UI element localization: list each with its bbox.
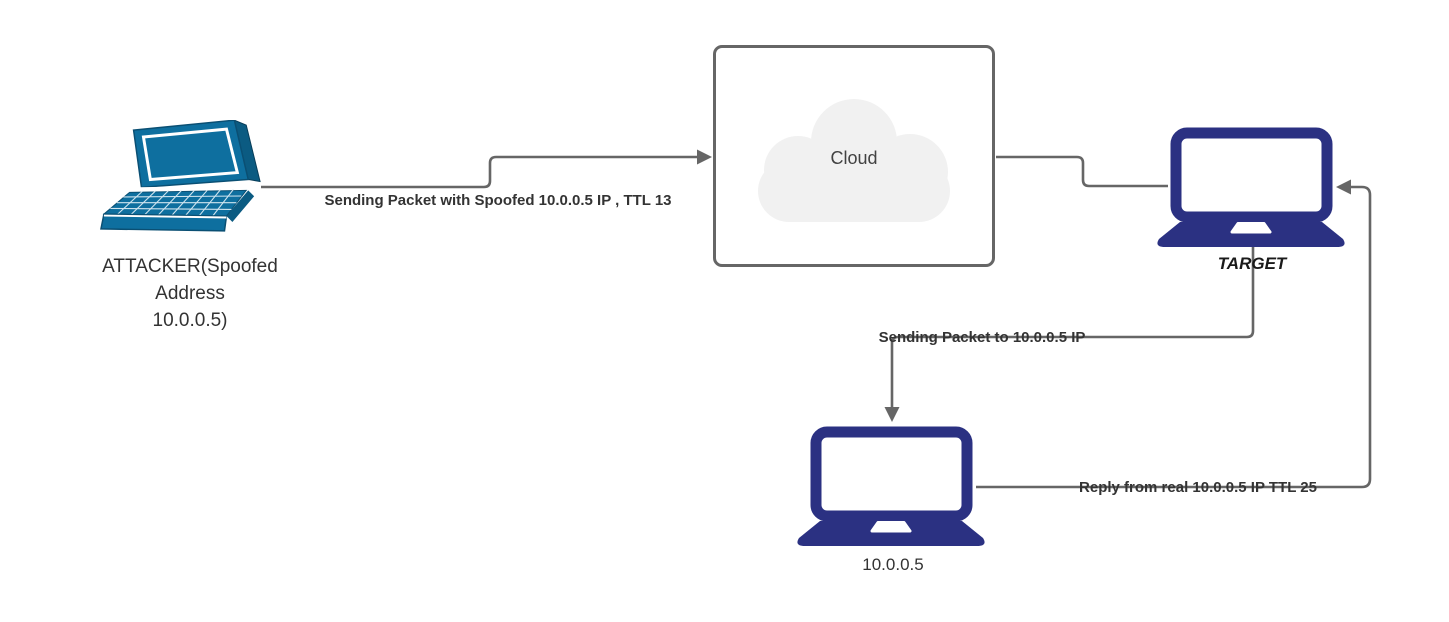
attacker-label-line3: 10.0.0.5)	[152, 310, 228, 331]
attacker-label-line1: ATTACKER(Spoofed	[102, 256, 278, 277]
edge-target-to-host	[890, 246, 1255, 408]
target-node-label: TARGET	[1217, 254, 1287, 273]
edge-label-target-to-host: Sending Packet to 10.0.0.5 IP	[878, 329, 1086, 346]
cloud-node-label: Cloud	[830, 148, 878, 168]
attacker-laptop-3d-icon	[100, 120, 261, 232]
arrowhead-into-host	[884, 407, 900, 422]
attacker-node-label: ATTACKER(Spoofed Address 10.0.0.5)	[70, 253, 310, 334]
cloud-icon	[758, 99, 950, 222]
target-laptop-icon	[1157, 127, 1345, 247]
edge-cloud-to-target	[996, 155, 1168, 188]
attacker-label-line2: Address	[155, 283, 225, 304]
host-node-label: 10.0.0.5	[862, 555, 924, 574]
cloud-node: Cloud	[713, 45, 995, 267]
edge-attacker-to-cloud	[261, 155, 698, 189]
edge-label-attacker-to-cloud: Sending Packet with Spoofed 10.0.0.5 IP …	[324, 192, 672, 209]
arrowhead-into-target	[1336, 179, 1351, 195]
edge-host-to-target	[976, 185, 1372, 489]
edge-label-host-to-target: Reply from real 10.0.0.5 IP TTL 25	[1079, 479, 1317, 496]
arrowhead-into-cloud	[697, 149, 712, 165]
host-laptop-icon	[797, 426, 985, 546]
